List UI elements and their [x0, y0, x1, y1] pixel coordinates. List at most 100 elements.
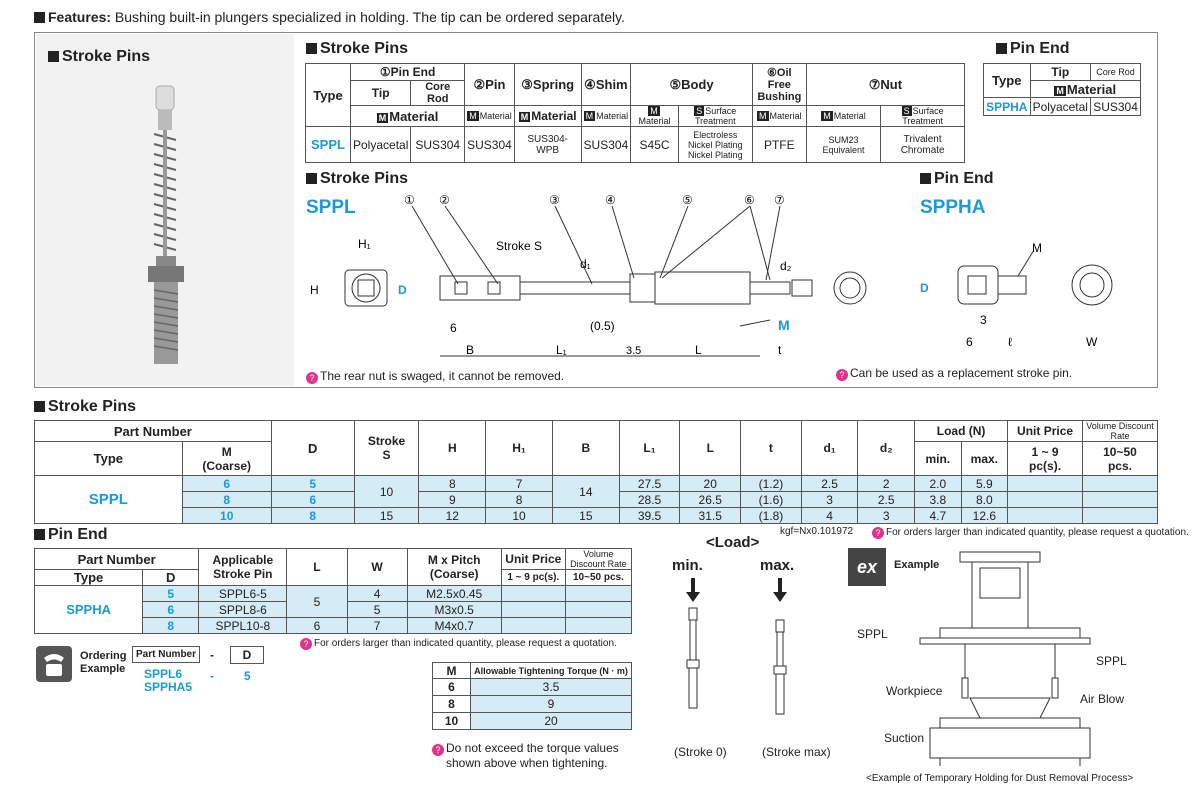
example-label: Example: [80, 663, 126, 675]
pe-cell-vol: [564, 617, 633, 634]
tip-header: Tip: [349, 80, 412, 106]
mat-cell: PTFE: [751, 126, 807, 163]
stroke-label: Stroke: [367, 434, 406, 448]
pe-cell-w: 5: [346, 601, 408, 618]
pe-cell-mp: M3x0.5: [406, 601, 502, 618]
cell-l1: 27.5: [618, 475, 681, 492]
pe-cell-mp: M4x0.7: [406, 617, 502, 634]
material-label: Material: [638, 116, 671, 126]
pe-cell-vol: [564, 585, 633, 602]
cell-l: 31.5: [679, 507, 742, 524]
pe-cell-d: 8: [142, 617, 200, 634]
material-label: Material: [479, 111, 512, 121]
dim-half: (0.5): [590, 319, 615, 333]
torque-value: 20: [470, 712, 632, 730]
pe-dim-3: 3: [980, 313, 987, 327]
stroke-pin-photo: [148, 85, 184, 364]
cell-t: (1.2): [740, 475, 802, 492]
mat-cell: Trivalent Chromate: [880, 126, 965, 163]
torque-note-1: Do not exceed the torque values: [446, 741, 619, 755]
mat-cell: SUS304-WPB: [513, 126, 582, 163]
cell-s: 15: [353, 507, 420, 524]
load-quote-text: For orders larger than indicated quantit…: [886, 527, 1189, 538]
m-tag-icon: M: [757, 111, 769, 121]
load-max-label: max.: [760, 557, 795, 574]
cell-h1: 10: [485, 507, 553, 524]
pe-type-cell: SPPHA: [983, 97, 1031, 116]
s-tag-icon: S: [901, 106, 912, 116]
square-icon: [34, 12, 45, 23]
unit-price-header: Unit Price: [1007, 420, 1083, 442]
b-header: B: [551, 420, 620, 476]
mat-cell: SUS304: [464, 126, 515, 163]
cell-m: 6: [181, 475, 272, 492]
d-header: D: [270, 420, 355, 476]
callout-2: ②: [439, 193, 450, 207]
cell-d: 8: [270, 507, 355, 524]
cell-max: 12.6: [960, 507, 1009, 524]
load-stroke0: (Stroke 0): [674, 745, 727, 759]
pinend-quote-note: ?For orders larger than indicated quanti…: [300, 638, 617, 650]
table-row: 10 20: [432, 712, 632, 730]
torque-table: M Allowable Tightening Torque (N · m) 6 …: [432, 662, 632, 730]
load-title: <Load>: [706, 534, 760, 551]
materials-title-text: Stroke Pins: [320, 40, 409, 57]
m-tag-icon: M: [821, 111, 833, 121]
pe-dim-w: W: [1086, 335, 1098, 349]
features-line: Features: Bushing built-in plungers spec…: [34, 9, 625, 25]
torque-note: ?Do not exceed the torque values shown a…: [432, 741, 619, 770]
t-header: t: [740, 420, 802, 476]
q2b-label: pcs.: [1107, 458, 1132, 473]
h-header: H: [418, 420, 487, 476]
cell-d: 6: [270, 491, 355, 508]
d2-header: d₂: [857, 420, 916, 476]
dim-h: H: [310, 283, 319, 297]
ordering-codes: SPPL6 SPPHA5: [144, 668, 192, 694]
dim-d2: d₂: [780, 259, 792, 273]
dim-t: t: [778, 343, 782, 357]
drawing-title-text: Stroke Pins: [320, 170, 409, 187]
pe-type-header: Type: [983, 63, 1031, 98]
ex-sppl-1: SPPL: [857, 627, 888, 641]
pe-cell-l: 6: [286, 617, 348, 634]
ex-sppl-2: SPPL: [1096, 654, 1127, 668]
pe-cell-mp: M2.5x0.45: [406, 585, 502, 602]
m-tag-icon: M: [648, 106, 660, 116]
square-icon: [306, 173, 317, 184]
pe-cell: Polyacetal: [1029, 97, 1092, 116]
square-icon: [306, 43, 317, 54]
pe-cell-app: SPPL6-5: [198, 585, 288, 602]
cell-min: 2.0: [914, 475, 962, 492]
m-label: M: [221, 444, 232, 459]
pinend-mat-title-text: Pin End: [1010, 40, 1070, 57]
pe-mp2-label: (Coarse): [429, 567, 479, 581]
pinend-note-text: Can be used as a replacement stroke pin.: [850, 366, 1073, 380]
cell-h: 12: [418, 507, 487, 524]
mat-cell: S45C: [630, 126, 679, 163]
ordering-dash-2: -: [210, 669, 214, 683]
ex-badge: ex: [848, 548, 886, 586]
dim-l: L: [695, 343, 702, 357]
ordering-label: Ordering: [80, 650, 127, 662]
m-tag-icon: M: [1054, 85, 1066, 96]
cell-d2: 2.5: [857, 491, 916, 508]
cell-s: 10: [353, 475, 420, 508]
pin-header: ②Pin: [464, 63, 515, 106]
pinend-quote-text: For orders larger than indicated quantit…: [314, 638, 617, 649]
materials-table: Type ①Pin End ②Pin ③Spring ④Shim ⑤Body ⑥…: [305, 63, 966, 163]
type-header: Type: [34, 441, 183, 476]
phone-icon: [36, 646, 72, 682]
cell-max: 8.0: [960, 491, 1009, 508]
pe-dim-6: 6: [966, 335, 973, 349]
pe-q1-header: 1 ~ 9 pc(s).: [500, 569, 566, 586]
dim-d: D: [398, 283, 407, 297]
